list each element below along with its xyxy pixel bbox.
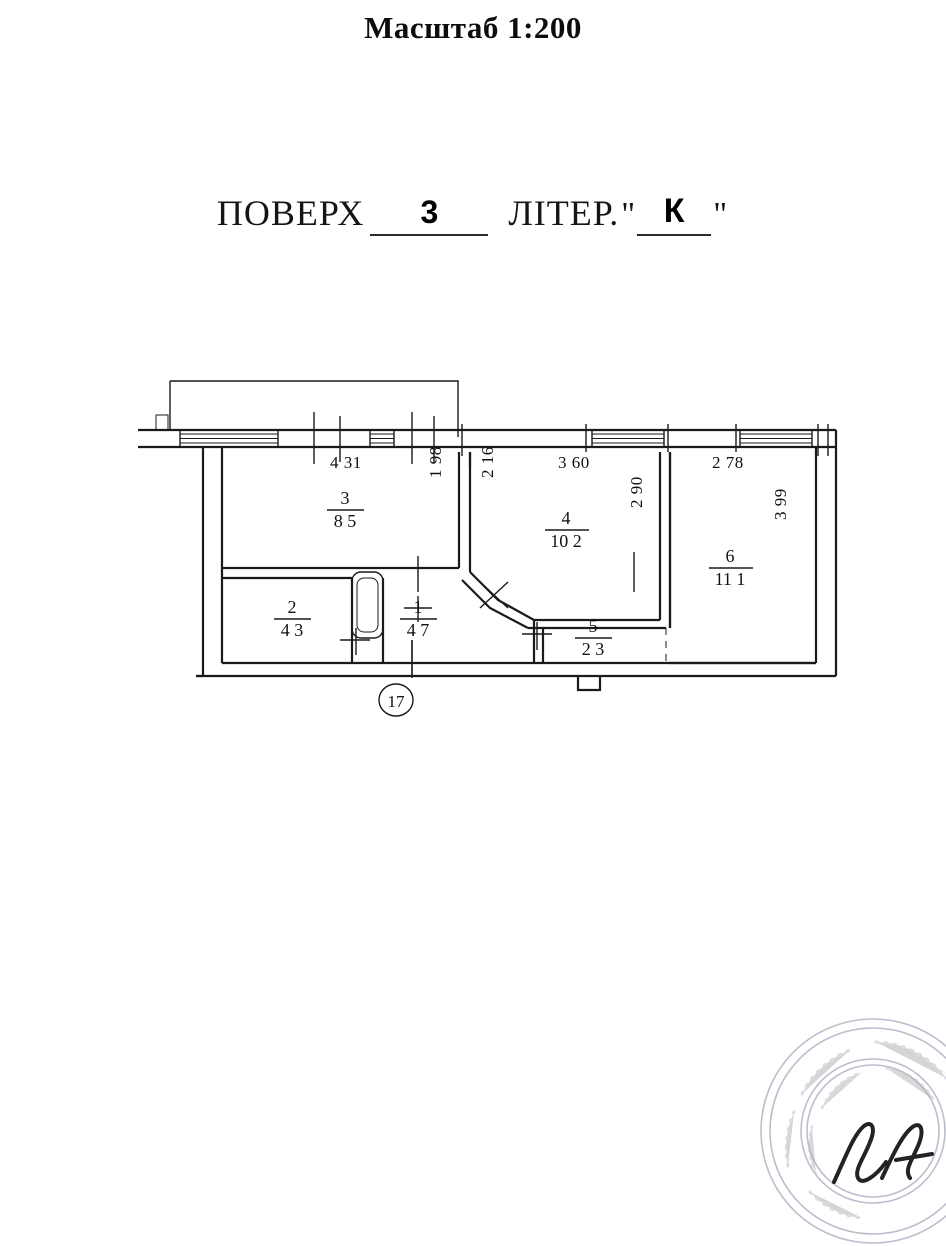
floor-label: ПОВЕРХ [216,193,365,233]
left-exterior-wall [196,447,224,678]
dimension-vertical-290: 2 90 [627,476,646,508]
letter-value-field: К [637,192,712,236]
room-label-2: 2 4 3 [274,597,311,640]
dimension-top-room6: 2 78 [712,453,744,472]
quote-open: " [621,196,636,233]
floor-value: 3 [420,194,439,230]
bathtub-fixture [351,571,384,639]
floor-and-letter-line: ПОВЕРХ 3 ЛІТЕР. " К " [0,192,946,236]
room-1-area: 4 7 [407,620,430,640]
top-exterior-wall [138,428,838,449]
room-4-area: 10 2 [550,531,582,551]
room-label-3: 3 8 5 [327,488,364,531]
bottom-exterior-wall [196,661,836,692]
partition-room3-bottom [222,566,459,580]
balcony-outline [138,380,459,437]
room-3-number: 3 [341,488,350,508]
window-openings-top [179,430,813,447]
dimension-vertical-198: 1 98 [426,446,445,478]
room-5-number: 5 [589,616,598,636]
letter-label: ЛІТЕР. [508,193,620,233]
interior-dimension-ticks [411,552,635,678]
room5-walls [532,620,667,663]
apartment-number: 17 [388,692,406,711]
room-5-area: 2 3 [582,639,605,659]
plan-svg: 4 31 1 98 2 16 3 60 2 90 2 78 3 99 3 8 5… [138,380,838,717]
room-4-number: 4 [562,508,571,528]
floor-plan-drawing: 4 31 1 98 2 16 3 60 2 90 2 78 3 99 3 8 5… [138,380,838,717]
right-exterior-wall [814,447,838,676]
diagonal-wall-crossed [461,571,535,629]
floor-value-field: 3 [370,194,489,236]
room-3-area: 8 5 [334,511,357,531]
scale-title: Масштаб 1:200 [364,10,582,45]
room-2-number: 2 [288,597,297,617]
room-label-5: 5 2 3 [575,616,612,659]
room-6-number: 6 [726,546,735,566]
dimension-top-room3: 4 31 [330,453,362,472]
room-6-area: 11 1 [715,569,746,589]
letter-value: К [663,192,685,230]
door-marks [340,556,552,676]
quote-close: " [713,196,728,233]
room-label-4: 4 10 2 [545,508,589,551]
room-1-number: 1 [414,597,423,617]
top-dimension-ticks [313,412,829,464]
dimension-top-room4: 3 60 [558,453,590,472]
room6-walls [668,452,816,665]
room-label-1: 1 4 7 [400,597,437,640]
partition-room3-right [457,452,472,572]
dimension-vertical-399: 3 99 [771,488,790,520]
apartment-number-marker: 17 [378,683,414,717]
dimension-vertical-216: 2 16 [478,446,497,478]
room-2-area: 4 3 [281,620,304,640]
room-label-6: 6 11 1 [709,546,753,589]
